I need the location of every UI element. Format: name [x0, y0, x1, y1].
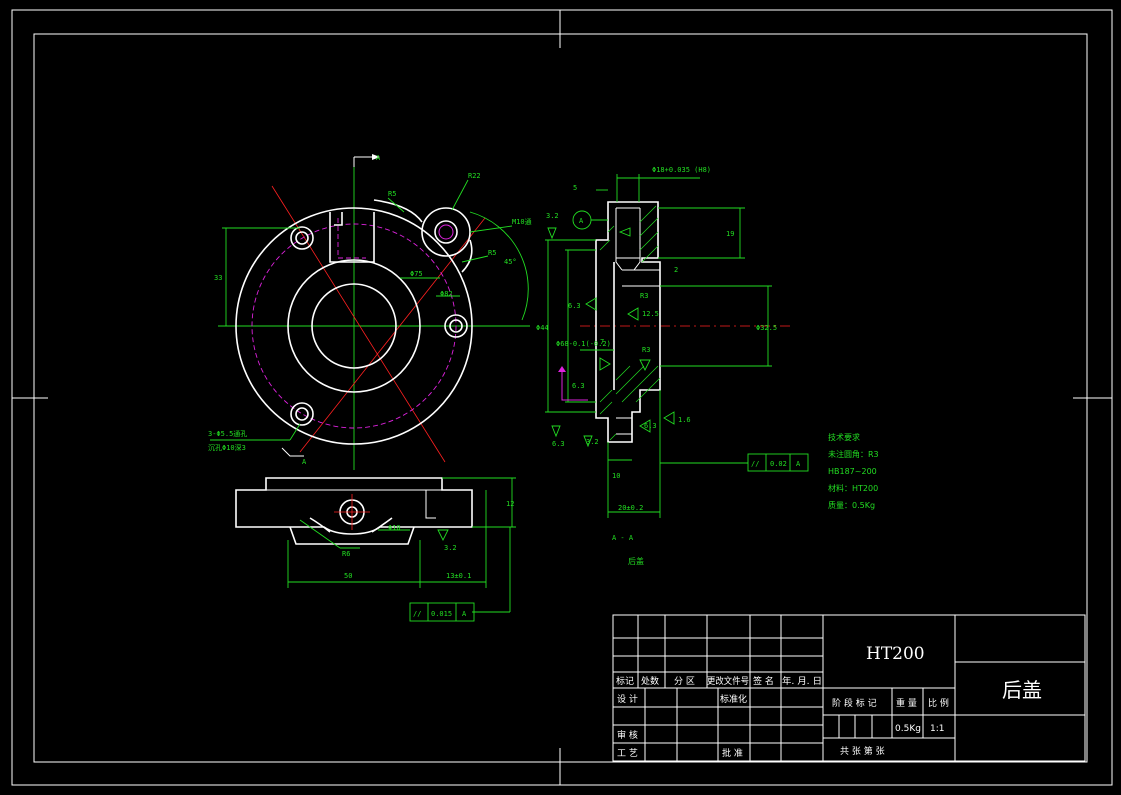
holes-note-2: 沉孔Φ10深3: [208, 443, 246, 452]
dim-20: 20±0.2: [618, 504, 643, 512]
dim-m10: M10通: [512, 217, 532, 226]
holes-note-1: 3-Φ5.5通孔: [208, 429, 247, 438]
header-change-doc: 更改文件号: [707, 675, 749, 687]
design-label: 设 计: [617, 693, 638, 705]
sheet-border: [11, 9, 1113, 786]
dim-phi44: Φ44: [536, 324, 549, 332]
rough-3-2-c: 3.2: [444, 544, 457, 552]
technical-requirements: 技术要求 未注圆角：R3 HB187~200 材料：HT200 质量：0.5Kg: [828, 432, 879, 510]
parallel-symbol-bottom: //: [413, 610, 421, 618]
dim-r6: R6: [342, 550, 350, 558]
dim-r3: R3: [640, 292, 648, 300]
tech-req-line-2: HB187~200: [828, 467, 877, 476]
header-mark: 标记: [616, 675, 634, 687]
review-label: 审 核: [617, 729, 638, 741]
dim-12: 12: [506, 500, 514, 508]
header-sign: 签 名: [753, 675, 774, 687]
datum-a-label: A: [579, 217, 584, 225]
approve-label: 批 准: [722, 747, 743, 759]
dim-r3b: R3: [642, 346, 650, 354]
section-mark: A - A: [612, 534, 634, 542]
rough-12-5: 12.5: [642, 310, 659, 318]
tolerance-frame-side: // 0.02 A: [747, 453, 809, 472]
title-block: 标记 处数 分 区 更改文件号 签 名 年. 月. 日 设 计 标准化 审 核 …: [612, 614, 1086, 762]
header-count: 处数: [641, 675, 659, 687]
scale-value: 1:1: [930, 724, 944, 734]
dim-r5-top: R5: [388, 190, 396, 198]
bolt-hole-2: [444, 314, 468, 338]
standardize-label: 标准化: [720, 693, 747, 705]
tolerance-datum-side: A: [796, 460, 801, 468]
rough-6-3-c: 6.3: [568, 302, 581, 310]
dim-phi82: Φ82: [440, 290, 453, 298]
dim-phi68: Φ68-0.1(-0.2): [556, 340, 611, 348]
dim-50: 50: [344, 572, 352, 580]
dim-phi75: Φ75: [410, 270, 423, 278]
section-view-name: 后盖: [628, 556, 644, 566]
header-date: 年. 月. 日: [782, 675, 822, 687]
dim-r5-right: R5: [488, 249, 496, 257]
rough-3-2-b: 3.2: [586, 438, 599, 446]
dim-10: 10: [612, 472, 620, 480]
dim-r22: R22: [468, 172, 481, 180]
stage-label: 阶 段 标 记: [832, 697, 877, 709]
rough-3-2-a: 3.2: [546, 212, 559, 220]
bolt-hole-3: [290, 402, 314, 426]
dim-phi18: Φ18+0.035 (H8): [652, 166, 711, 174]
part-name: 后盖: [1002, 678, 1042, 702]
section-view: // 0.02 A Φ18+0.035 (H8) 5 3.2 A 19 2 R3…: [536, 166, 809, 566]
front-view: R5 R22 M10通 R5 45° Φ75 Φ82 33 3-Φ5.5通孔 沉…: [208, 154, 532, 470]
dim-angle: 45°: [504, 258, 517, 266]
rough-6-3-a: 6.3: [572, 382, 585, 390]
header-zone: 分 区: [674, 676, 695, 687]
tech-req-line-1: 未注圆角：R3: [828, 449, 879, 459]
parallel-symbol-side: //: [751, 460, 759, 468]
dim-19: 19: [726, 230, 734, 238]
rough-1-6: 1.6: [678, 416, 691, 424]
weight-value: 0.5Kg: [895, 724, 921, 734]
section-arrow-label-bottom: A: [302, 458, 307, 466]
tech-req-line-3: 材料：HT200: [828, 483, 878, 493]
tech-req-heading: 技术要求: [828, 432, 860, 442]
dim-13: 13±0.1: [446, 572, 471, 580]
tech-req-line-4: 质量：0.5Kg: [828, 500, 875, 510]
dim-7: 7: [600, 338, 604, 346]
scale-label: 比 例: [928, 697, 949, 709]
tolerance-datum-bottom: A: [462, 610, 467, 618]
dim-33: 33: [214, 274, 222, 282]
section-arrow-label-top: A: [376, 154, 381, 162]
material-name: HT200: [866, 644, 925, 664]
dim-phi10: Φ10: [388, 524, 401, 532]
process-label: 工 艺: [617, 748, 638, 759]
section-hatch: [599, 205, 661, 441]
dim-2: 2: [674, 266, 678, 274]
tolerance-frame-bottom: // 0.015 A: [409, 602, 475, 622]
dim-phi32-5: Φ32.5: [756, 324, 777, 332]
top-view: // 0.015 A Φ10 R6 50 12 13±0.1 3.2: [235, 477, 516, 622]
bolt-hole-1: [290, 226, 314, 250]
rough-6-3-d: 6.3: [644, 422, 657, 430]
sheets-label: 共 张 第 张: [840, 745, 885, 757]
dim-5: 5: [573, 184, 577, 192]
tolerance-value-side: 0.02: [770, 460, 787, 468]
weight-label: 重 量: [896, 697, 917, 709]
tolerance-value-bottom: 0.015: [431, 610, 452, 618]
rough-6-3-b: 6.3: [552, 440, 565, 448]
